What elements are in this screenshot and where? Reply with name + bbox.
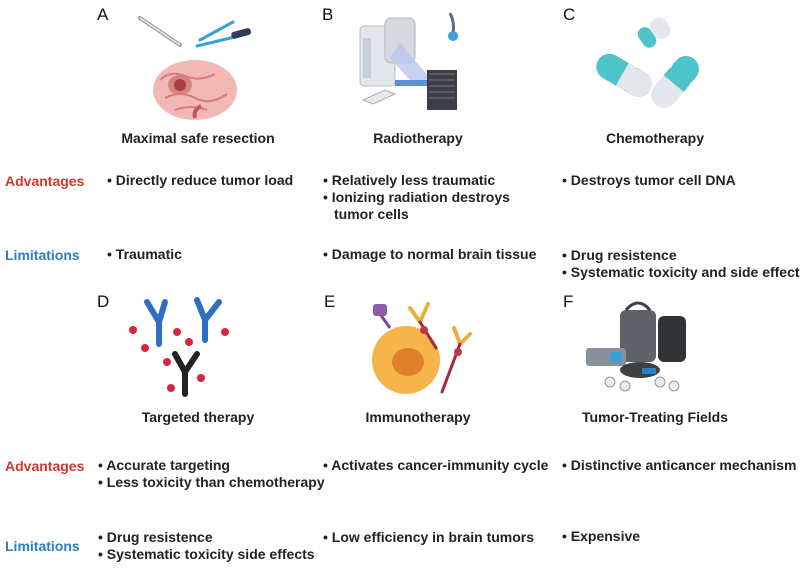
row-label-advantages-top: Advantages — [5, 173, 85, 189]
panel-title-d: Targeted therapy — [141, 409, 255, 425]
limitations-cell-c: • Drug resistence • Systematic toxicity … — [562, 247, 800, 281]
limitation-item: • Drug resistence — [562, 247, 677, 263]
advantages-cell-a: • Directly reduce tumor load — [107, 172, 293, 189]
advantages-cell-f: • Distinctive anticancer mechanism — [562, 457, 796, 474]
limitation-item: • Systematic toxicity and side effects — [562, 264, 800, 280]
panel-title-e: Immunotherapy — [365, 409, 471, 425]
advantage-item: • Distinctive anticancer mechanism — [562, 457, 797, 473]
limitation-item: • Expensive — [562, 528, 641, 544]
panel-title-b: Radiotherapy — [373, 130, 463, 146]
antibodies-icon — [129, 297, 229, 397]
limitation-item: • Drug resistence — [98, 529, 213, 545]
panel-letter-f: F — [563, 292, 574, 311]
advantage-item: • Ionizing radiation destroys — [323, 189, 510, 205]
panel-letter-a: A — [97, 5, 109, 24]
advantage-item: • Directly reduce tumor load — [107, 172, 294, 188]
limitation-item: • Traumatic — [107, 246, 182, 262]
brain-surgery-icon — [138, 16, 252, 120]
row-label-advantages-bottom: Advantages — [5, 458, 85, 474]
limitations-cell-e: • Low efficiency in brain tumors — [323, 529, 534, 546]
panel-title-c: Chemotherapy — [605, 130, 705, 146]
advantages-cell-d: • Accurate targeting • Less toxicity tha… — [98, 457, 325, 491]
panel-title-f: Tumor-Treating Fields — [582, 409, 728, 425]
ttfields-device-icon — [586, 301, 686, 392]
advantage-item: • Relatively less traumatic — [323, 172, 496, 188]
panel-letter-c: C — [563, 5, 576, 24]
advantages-cell-c: • Destroys tumor cell DNA — [562, 172, 736, 189]
advantage-item-continuation: tumor cells — [334, 206, 409, 222]
advantage-item: • Destroys tumor cell DNA — [562, 172, 736, 188]
advantage-item: • Activates cancer-immunity cycle — [323, 457, 549, 473]
advantages-cell-e: • Activates cancer-immunity cycle — [323, 457, 548, 474]
limitations-cell-a: • Traumatic — [107, 246, 182, 263]
immune-cell-icon — [372, 302, 472, 394]
panel-title-a: Maximal safe resection — [121, 130, 275, 146]
limitations-cell-d: • Drug resistence • Systematic toxicity … — [98, 529, 315, 563]
row-label-limitations-bottom: Limitations — [5, 538, 80, 554]
limitation-item: • Low efficiency in brain tumors — [323, 529, 535, 545]
advantages-cell-b: • Relatively less traumatic • Ionizing r… — [323, 172, 510, 223]
linear-accelerator-icon — [359, 12, 458, 110]
row-label-limitations-top: Limitations — [5, 247, 80, 263]
limitation-item: • Systematic toxicity side effects — [98, 546, 315, 562]
limitations-cell-f: • Expensive — [562, 528, 640, 545]
limitations-cell-b: • Damage to normal brain tissue — [323, 246, 536, 263]
limitation-item: • Damage to normal brain tissue — [323, 246, 537, 262]
capsules-icon — [596, 17, 699, 109]
panel-letter-d: D — [97, 292, 110, 311]
panel-letter-e: E — [324, 292, 336, 311]
advantage-item: • Accurate targeting — [98, 457, 230, 473]
panel-letter-b: B — [322, 5, 334, 24]
advantage-item: • Less toxicity than chemotherapy — [98, 474, 325, 490]
